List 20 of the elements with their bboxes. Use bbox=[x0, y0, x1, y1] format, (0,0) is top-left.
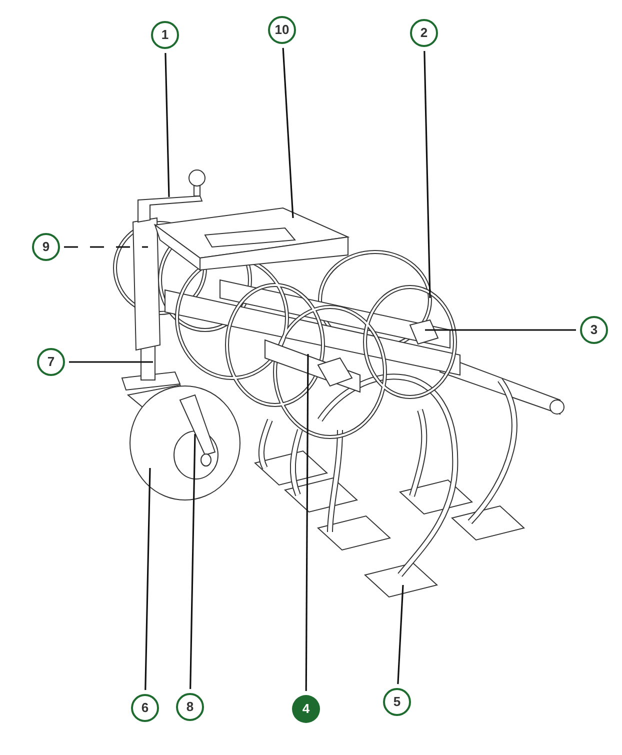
leader-line bbox=[305, 354, 309, 691]
leader-line bbox=[64, 246, 148, 248]
leader-line bbox=[397, 584, 404, 684]
callout-number: 3 bbox=[580, 316, 608, 344]
leader-line bbox=[424, 50, 431, 298]
callout-number: 4 bbox=[292, 695, 320, 723]
leader-line bbox=[144, 468, 151, 690]
callout-number: 10 bbox=[268, 16, 296, 44]
callout-number: 5 bbox=[383, 688, 411, 716]
leader-line bbox=[190, 434, 196, 690]
callout-number: 9 bbox=[32, 233, 60, 261]
callout-number: 2 bbox=[410, 19, 438, 47]
leader-line bbox=[282, 48, 294, 218]
leader-line bbox=[425, 329, 576, 331]
callout-number: 7 bbox=[37, 348, 65, 376]
callout-number: 8 bbox=[176, 693, 204, 721]
leader-line bbox=[69, 361, 153, 363]
callout-number: 1 bbox=[151, 21, 179, 49]
leader-line bbox=[164, 52, 170, 198]
callout-number: 6 bbox=[131, 694, 159, 722]
